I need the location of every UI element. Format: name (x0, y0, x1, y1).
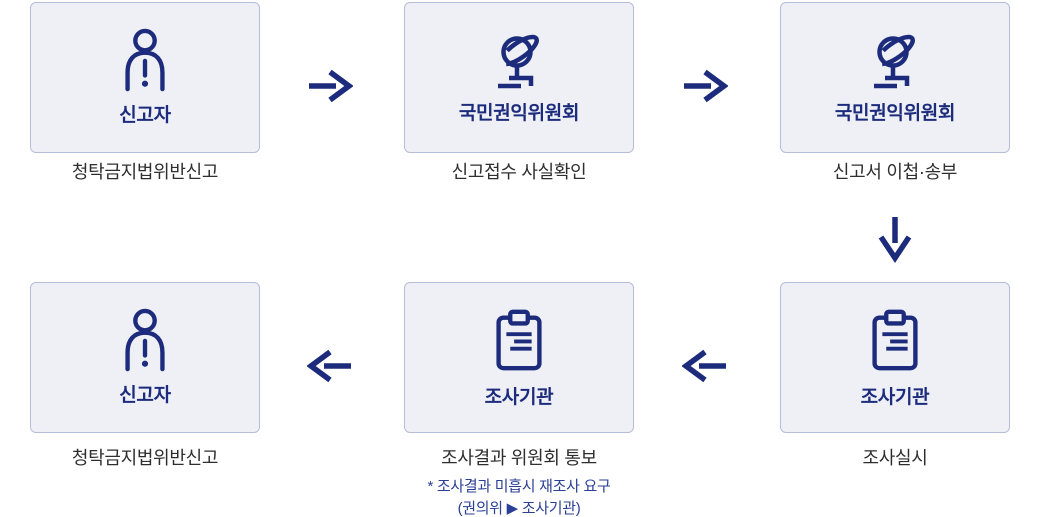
person-alert-icon (114, 28, 176, 92)
step-note-line1: * 조사결과 미흡시 재조사 요구 (427, 478, 611, 495)
step-note-line2: (권의위 ▶ 조사기관) (457, 500, 581, 517)
step-box-reporter-end: 신고자 (30, 282, 260, 433)
step-box-agency-report: 조사기관 (404, 282, 634, 433)
step-box-acrc-transfer: 국민권익위원회 (780, 2, 1010, 153)
step-label: 국민권익위원회 (834, 103, 956, 124)
person-alert-icon (114, 308, 176, 372)
arrow-left-icon (682, 349, 728, 383)
step-label: 신고자 (119, 105, 171, 126)
clipboard-icon (488, 306, 550, 374)
step-box-acrc-receipt: 국민권익위원회 (404, 2, 634, 153)
step-caption: 조사결과 위원회 통보 (441, 448, 597, 468)
globe-icon (488, 30, 550, 90)
arrow-left-icon (307, 349, 353, 383)
step-label: 조사기관 (860, 387, 930, 408)
step-box-agency-investigate: 조사기관 (780, 282, 1010, 433)
step-label: 국민권익위원회 (458, 103, 580, 124)
step-caption: 조사실시 (862, 448, 928, 468)
step-caption: 신고서 이첩·송부 (832, 162, 958, 182)
step-box-reporter-start: 신고자 (30, 2, 260, 153)
arrow-down-icon (878, 215, 912, 263)
clipboard-icon (864, 306, 926, 374)
step-caption: 신고접수 사실확인 (451, 162, 587, 182)
arrow-right-icon (307, 69, 353, 103)
step-caption: 청탁금지법위반신고 (71, 162, 219, 182)
step-label: 조사기관 (484, 387, 554, 408)
arrow-right-icon (682, 69, 728, 103)
step-caption: 청탁금지법위반신고 (71, 448, 219, 468)
step-label: 신고자 (119, 385, 171, 406)
globe-icon (864, 30, 926, 90)
